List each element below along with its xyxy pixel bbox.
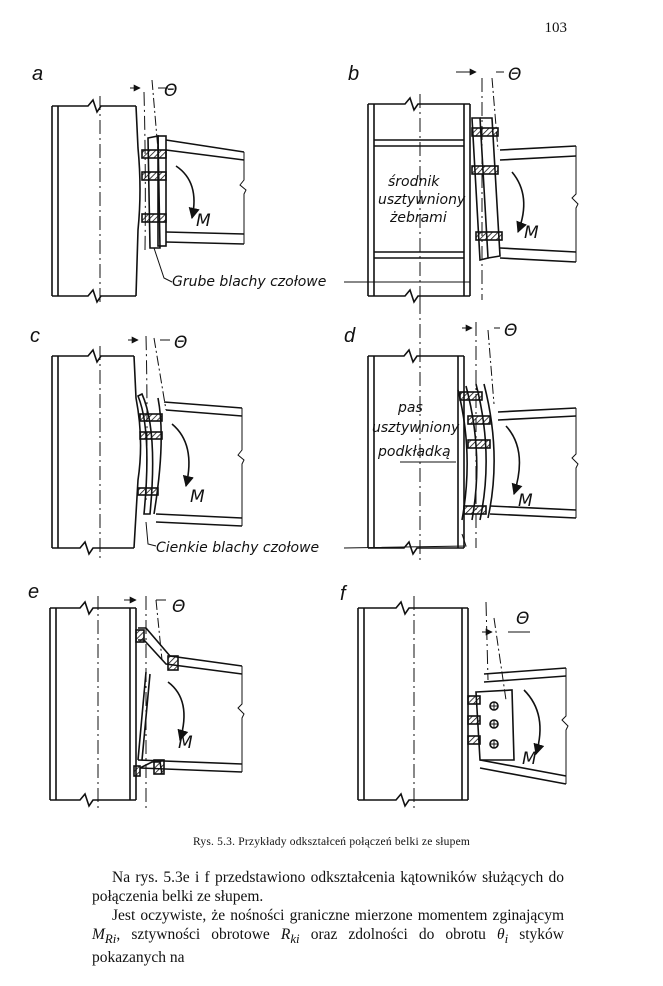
- panel-d-drawing: [343, 300, 579, 560]
- theta-symbol-f: Θ: [516, 609, 529, 629]
- symbol-r-subscript: ki: [290, 931, 300, 947]
- theta-symbol-a: Θ: [164, 81, 177, 101]
- theta-symbol-e: Θ: [172, 597, 185, 617]
- paragraph-2-part-a: Jest oczywiste, że nośności graniczne mi…: [112, 907, 564, 924]
- moment-symbol-b: M: [524, 223, 539, 243]
- panel-b-drawing: [344, 68, 579, 310]
- moment-symbol-e: M: [178, 733, 193, 753]
- figure-svg: a b c d e f Θ Θ Θ Θ Θ Θ M M M M M M Grub…: [28, 63, 579, 812]
- panel-e-drawing: [49, 596, 245, 812]
- paragraph-2-part-d: styków pokazanych na: [92, 926, 565, 967]
- paragraph-2: Jest oczywiste, że nośności graniczne mi…: [92, 906, 564, 967]
- panel-a-drawing: [51, 79, 247, 306]
- moment-symbol-f: M: [522, 749, 537, 769]
- symbol-theta: θ: [496, 926, 505, 943]
- symbol-theta-subscript: i: [504, 931, 509, 947]
- moment-symbol-a: M: [196, 211, 211, 231]
- theta-symbol-b: Θ: [508, 65, 521, 85]
- panel-letter-b: b: [348, 63, 359, 85]
- body-text: Na rys. 5.3e i f przedstawiono odkształc…: [92, 868, 564, 967]
- paragraph-2-part-b: , sztywności obrotowe: [116, 926, 281, 943]
- panel-c-drawing: [51, 335, 245, 558]
- label-flange-line2: usztywniony: [372, 420, 460, 436]
- theta-symbol-c: Θ: [174, 333, 187, 353]
- panel-letter-d: d: [344, 325, 356, 347]
- label-thin-end-plates: Cienkie blachy czołowe: [156, 540, 319, 556]
- moment-symbol-d: M: [518, 491, 533, 511]
- label-web-line3: żebrami: [389, 210, 447, 226]
- panel-letter-e: e: [28, 581, 39, 603]
- figure-connection-deformations: a b c d e f Θ Θ Θ Θ Θ Θ M M M M M M Grub…: [28, 63, 579, 812]
- panel-letter-f: f: [340, 583, 348, 605]
- paragraph-1: Na rys. 5.3e i f przedstawiono odkształc…: [92, 869, 564, 905]
- symbol-r: R: [280, 926, 291, 943]
- theta-symbol-d: Θ: [504, 321, 517, 341]
- moment-symbol-c: M: [190, 487, 205, 507]
- paragraph-2-part-c: oraz zdolności do obrotu: [299, 926, 497, 943]
- symbol-m-subscript: Ri: [104, 931, 117, 947]
- panel-f-drawing: [357, 596, 569, 812]
- page-number: 103: [544, 20, 568, 36]
- symbol-m: M: [92, 926, 105, 943]
- figure-caption: Rys. 5.3. Przykłady odkształceń połączeń…: [192, 836, 471, 848]
- label-flange-line1: pas: [397, 400, 423, 416]
- panel-letter-c: c: [30, 325, 40, 347]
- panel-letter-a: a: [32, 63, 43, 85]
- label-thick-end-plates: Grube blachy czołowe: [172, 274, 326, 290]
- label-web-line1: środnik: [388, 174, 440, 190]
- label-flange-line3: podkładką: [377, 444, 451, 460]
- label-web-line2: usztywniony: [378, 192, 466, 208]
